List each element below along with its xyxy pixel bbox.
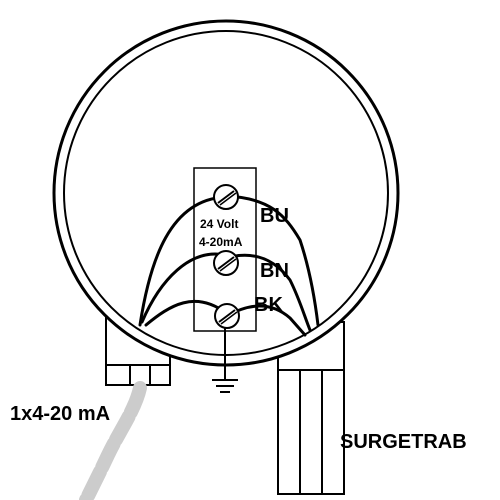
- terminal-screw-icon: [213, 184, 239, 210]
- device-label: SURGETRAB: [340, 431, 467, 453]
- wire-label-bn: BN: [260, 260, 289, 282]
- wire-label-bu: BU: [260, 205, 289, 227]
- voltage-label: 24 Volt: [200, 217, 238, 231]
- wire-label-bk: BK: [254, 294, 283, 316]
- ground-symbol-icon: [212, 328, 238, 393]
- terminal-screw-icon: [213, 250, 239, 276]
- signal-cable: [79, 381, 147, 500]
- signal-label: 4-20mA: [199, 235, 243, 249]
- cable-label: 1x4-20 mA: [10, 403, 110, 425]
- terminal-screw-icon: [214, 303, 240, 329]
